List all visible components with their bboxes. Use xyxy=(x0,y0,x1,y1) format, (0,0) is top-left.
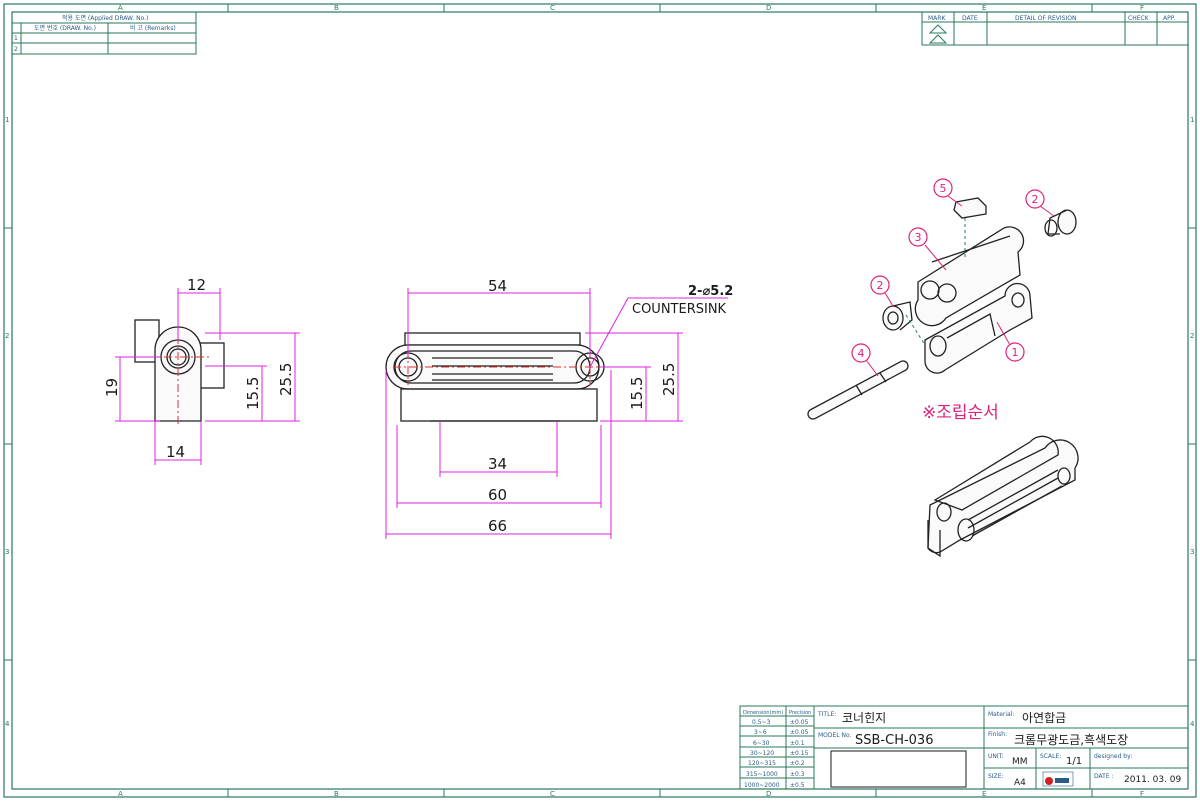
material-value: 아연합금 xyxy=(1022,711,1066,725)
svg-text:B: B xyxy=(334,4,339,12)
svg-text:3~6: 3~6 xyxy=(754,729,767,736)
dim-34: 34 xyxy=(488,455,507,473)
assembled-isometric xyxy=(927,435,1079,558)
svg-text:±0.5: ±0.5 xyxy=(790,782,805,789)
balloon-1: 1 xyxy=(1012,346,1019,359)
svg-text:±0.1: ±0.1 xyxy=(790,740,805,747)
front-view: 54 2-⌀5.2 COUNTERSINK 15.5 25.5 34 60 66 xyxy=(385,277,733,539)
countersink-note: COUNTERSINK xyxy=(632,302,727,317)
dim-66: 66 xyxy=(488,517,507,535)
svg-text:designed by:: designed by: xyxy=(1094,753,1132,760)
svg-text:2: 2 xyxy=(14,46,18,53)
dim-60: 60 xyxy=(488,486,507,504)
svg-text:E: E xyxy=(982,790,986,798)
size-value: A4 xyxy=(1014,778,1026,788)
assembly-caption: ※조립순서 xyxy=(922,403,999,423)
svg-text:1: 1 xyxy=(14,35,18,42)
svg-text:1: 1 xyxy=(1190,116,1194,124)
svg-text:±0.3: ±0.3 xyxy=(790,771,805,778)
svg-text:Finish:: Finish: xyxy=(988,731,1007,738)
svg-text:6~30: 6~30 xyxy=(753,740,770,747)
svg-text:SCALE:: SCALE: xyxy=(1040,753,1061,760)
zone-ticks xyxy=(4,4,1196,797)
svg-text:1000~2000: 1000~2000 xyxy=(744,782,780,789)
svg-text:315~1000: 315~1000 xyxy=(746,771,778,778)
date-value: 2011. 03. 09 xyxy=(1124,775,1182,785)
zone-labels: A B C D E F A B C D E F 1 2 3 4 1 2 3 4 xyxy=(5,4,1195,798)
title-block: TITLE: 코너힌지 MODEL No. SSB-CH-036 Materia… xyxy=(813,705,1189,790)
svg-text:4: 4 xyxy=(5,720,10,728)
svg-text:120~315: 120~315 xyxy=(748,760,776,767)
svg-text:DATE: DATE xyxy=(962,15,978,22)
svg-text:±0.2: ±0.2 xyxy=(790,760,805,767)
svg-text:Dimension(mm): Dimension(mm) xyxy=(743,710,783,716)
balloon-4: 4 xyxy=(858,347,865,360)
balloon-5: 5 xyxy=(940,182,947,195)
model-number: SSB-CH-036 xyxy=(855,733,933,748)
drawing-title: 코너힌지 xyxy=(842,711,886,725)
svg-text:D: D xyxy=(766,4,771,12)
dim-15-5-front: 15.5 xyxy=(628,377,646,410)
svg-text:TITLE:: TITLE: xyxy=(817,711,836,718)
balloon-2-left: 2 xyxy=(877,279,884,292)
svg-text:A: A xyxy=(118,4,123,12)
svg-text:C: C xyxy=(550,4,555,12)
svg-text:4: 4 xyxy=(1190,720,1195,728)
dim-14: 14 xyxy=(166,443,185,461)
dim-19: 19 xyxy=(103,378,121,397)
svg-text:1: 1 xyxy=(5,116,9,124)
svg-text:D: D xyxy=(766,790,771,798)
svg-text:MARK: MARK xyxy=(928,15,946,22)
finish-value: 크롬무광도금,흑색도장 xyxy=(1014,733,1128,747)
svg-text:SIZE:: SIZE: xyxy=(988,773,1004,780)
inner-frame xyxy=(11,11,1189,790)
dim-25-5-side: 25.5 xyxy=(277,363,295,396)
svg-text:E: E xyxy=(982,4,986,12)
svg-text:B: B xyxy=(334,790,339,798)
svg-text:F: F xyxy=(1140,790,1144,798)
applied-drawing-table: 적용 도면 (Applied DRAW. No.) 도면 번호 (DRAW. N… xyxy=(11,11,197,55)
svg-text:MODEL No.: MODEL No. xyxy=(818,732,852,739)
svg-text:APP.: APP. xyxy=(1163,15,1175,22)
svg-text:±0.05: ±0.05 xyxy=(790,719,809,726)
svg-text:도면 번호 (DRAW. No.): 도면 번호 (DRAW. No.) xyxy=(34,24,96,32)
svg-text:A: A xyxy=(118,790,123,798)
svg-text:UNIT:: UNIT: xyxy=(988,753,1004,760)
dim-15-5-side: 15.5 xyxy=(244,377,262,410)
dim-12: 12 xyxy=(187,276,206,294)
balloon-2-top: 2 xyxy=(1032,193,1039,206)
svg-text:비 고 (Remarks): 비 고 (Remarks) xyxy=(130,24,176,32)
svg-text:Precision: Precision xyxy=(789,710,811,716)
balloon-3: 3 xyxy=(915,231,922,244)
revision-triangle-icon xyxy=(928,24,948,44)
svg-text:DETAIL OF REVISION: DETAIL OF REVISION xyxy=(1015,15,1076,22)
svg-text:±0.15: ±0.15 xyxy=(790,750,809,757)
dim-54: 54 xyxy=(488,277,507,295)
svg-text:DATE :: DATE : xyxy=(1094,773,1114,780)
svg-text:3: 3 xyxy=(5,548,9,556)
exploded-assembly: 5 2 3 2 1 4 ※조립순서 xyxy=(807,178,1077,423)
svg-text:Material:: Material: xyxy=(988,711,1014,718)
svg-text:0.5~3: 0.5~3 xyxy=(752,719,771,726)
svg-text:F: F xyxy=(1140,4,1144,12)
unit-value: MM xyxy=(1012,757,1028,767)
svg-text:2: 2 xyxy=(1190,332,1194,340)
side-view: 12 19 15.5 25.5 14 xyxy=(103,276,300,465)
svg-text:3: 3 xyxy=(1190,548,1194,556)
svg-text:±0.05: ±0.05 xyxy=(790,729,809,736)
revision-table: MARK DATE DETAIL OF REVISION CHECK APP. xyxy=(921,11,1189,46)
outer-frame xyxy=(3,3,1197,798)
tolerance-table: Dimension(mm) Precision 0.5~3 ±0.05 3~6 … xyxy=(739,705,815,790)
scale-value: 1/1 xyxy=(1066,756,1082,767)
dim-25-5-front: 25.5 xyxy=(660,363,678,396)
svg-text:2: 2 xyxy=(5,332,9,340)
hole-note: 2-⌀5.2 xyxy=(688,284,733,299)
svg-text:C: C xyxy=(550,790,555,798)
svg-text:적용 도면 (Applied DRAW. No.): 적용 도면 (Applied DRAW. No.) xyxy=(62,14,148,22)
svg-text:CHECK: CHECK xyxy=(1128,15,1150,22)
svg-text:30~120: 30~120 xyxy=(750,750,774,757)
company-logo-icon xyxy=(1042,771,1074,787)
